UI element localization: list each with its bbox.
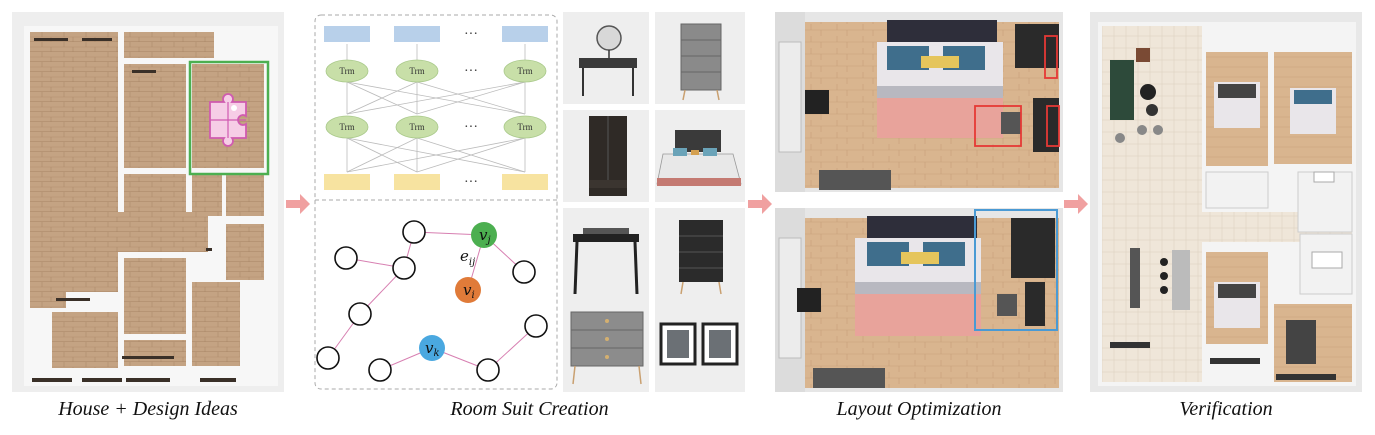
node-j-label: vj bbox=[479, 226, 491, 246]
right-arrow-icon bbox=[1064, 194, 1088, 214]
black-table-item bbox=[573, 228, 639, 295]
trm-block-label: Trm bbox=[409, 122, 424, 132]
edge-label: eij bbox=[460, 247, 475, 268]
furniture-grid bbox=[563, 12, 745, 392]
black-chest-item bbox=[679, 220, 723, 295]
ellipsis: ··· bbox=[464, 64, 478, 79]
bed-item bbox=[656, 130, 742, 186]
wardrobe-item bbox=[589, 116, 627, 196]
layout-optimization-renders bbox=[775, 12, 1063, 392]
trm-block-label: Trm bbox=[339, 122, 354, 132]
selected-room-highlight bbox=[188, 60, 270, 176]
wall-frames-item bbox=[659, 322, 739, 366]
trm-block-label: Trm bbox=[517, 66, 532, 76]
graph-node-j bbox=[471, 222, 497, 248]
caption-suit: Room Suit Creation bbox=[450, 398, 609, 420]
right-arrow-icon bbox=[286, 194, 310, 214]
ellipsis: ··· bbox=[464, 27, 478, 42]
vanity-table-item bbox=[579, 25, 637, 96]
trm-block-label: Trm bbox=[517, 122, 532, 132]
puzzle-icon bbox=[209, 93, 247, 147]
room-render-after bbox=[775, 208, 1063, 392]
trm-block-label: Trm bbox=[339, 66, 354, 76]
room-render-before bbox=[775, 12, 1063, 192]
trm-block-label: Trm bbox=[409, 66, 424, 76]
node-k-label: vk bbox=[425, 339, 440, 359]
ellipsis: ··· bbox=[464, 175, 478, 190]
caption-verify: Verification bbox=[1179, 398, 1273, 420]
graph-node-i bbox=[455, 277, 481, 303]
caption-house: House + Design Ideas bbox=[58, 398, 238, 420]
verification-floorplan bbox=[1090, 12, 1362, 392]
grey-nightstand-item bbox=[570, 311, 644, 385]
grey-chest-item bbox=[680, 23, 722, 101]
floorplan-image bbox=[12, 12, 284, 392]
graph-node-k bbox=[419, 335, 445, 361]
right-arrow-icon bbox=[748, 194, 772, 214]
ellipsis: ··· bbox=[464, 120, 478, 135]
house-floorplan bbox=[12, 12, 284, 392]
transformer-diagram: Trm Trm Trm Trm Trm Trm ··· ··· ··· ··· bbox=[314, 14, 558, 392]
node-i-label: vi bbox=[463, 281, 475, 301]
caption-layout: Layout Optimization bbox=[836, 398, 1002, 420]
